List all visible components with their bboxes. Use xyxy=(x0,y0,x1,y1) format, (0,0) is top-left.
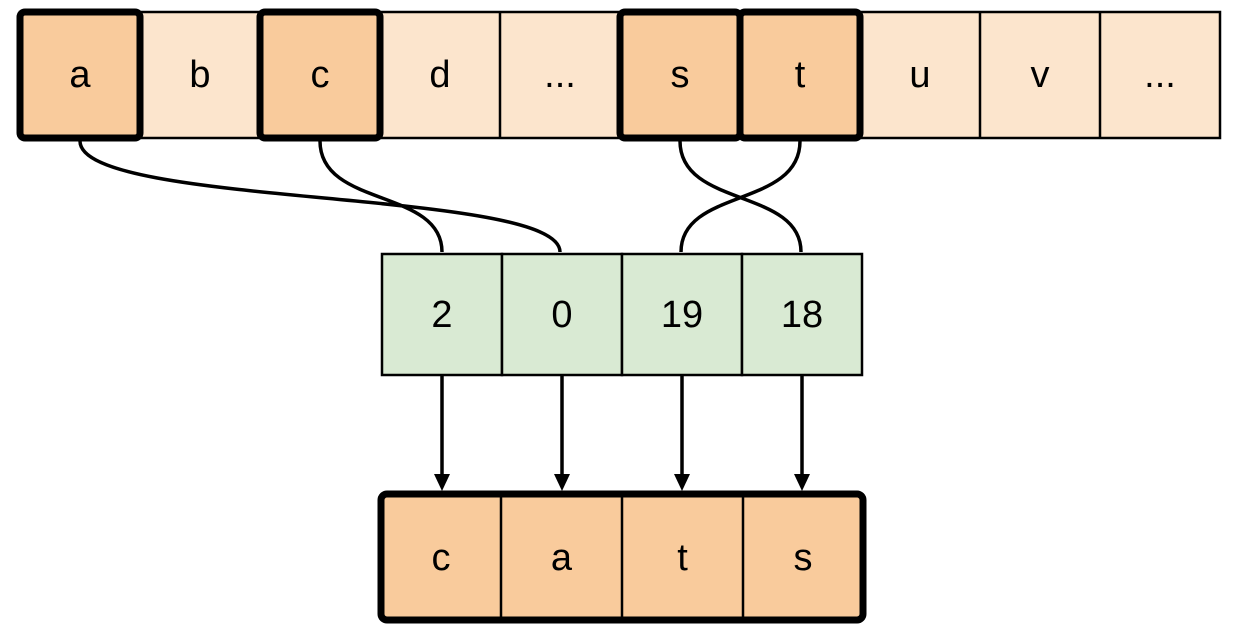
alphabet-letter: u xyxy=(909,54,930,96)
curve-t-to-index-19 xyxy=(679,140,802,253)
alphabet-letter: b xyxy=(189,54,210,96)
index-value: 19 xyxy=(661,294,703,336)
arrowhead-icon xyxy=(674,474,690,491)
alphabet-row: a b c d ... s t u v ... xyxy=(16,8,1222,142)
curve-a-to-index-0 xyxy=(78,140,562,253)
result-letter: c xyxy=(432,537,451,579)
alphabet-letter: a xyxy=(69,54,91,96)
highlighted-cell-t xyxy=(736,8,864,142)
curve-c-to-index-2 xyxy=(318,140,444,253)
result-letter: a xyxy=(551,537,573,579)
index-row: 2 0 19 18 xyxy=(380,252,864,377)
alphabet-letter: v xyxy=(1031,54,1050,96)
index-cell xyxy=(500,252,624,377)
mapping-curves xyxy=(78,140,803,253)
index-value: 18 xyxy=(781,294,823,336)
highlighted-cell-a xyxy=(16,8,144,142)
alphabet-letter-ellipsis: ... xyxy=(544,54,576,96)
alphabet-letter: t xyxy=(795,54,806,96)
flow-arrows xyxy=(434,376,810,491)
index-cell xyxy=(620,252,744,377)
alphabet-letter: c xyxy=(311,54,330,96)
alphabet-letter: s xyxy=(671,54,690,96)
arrowhead-icon xyxy=(794,474,810,491)
result-cell-dividers xyxy=(499,497,745,617)
arrowhead-icon xyxy=(434,474,450,491)
highlighted-cell-c xyxy=(256,8,384,142)
result-letter: s xyxy=(794,537,813,579)
index-value: 0 xyxy=(551,294,572,336)
result-letter: t xyxy=(677,537,688,579)
index-value: 2 xyxy=(431,294,452,336)
alphabet-letter: d xyxy=(429,54,450,96)
index-cell xyxy=(380,252,504,377)
index-cell xyxy=(740,252,864,377)
alphabet-letter-ellipsis: ... xyxy=(1144,54,1176,96)
result-row: c a t s xyxy=(377,490,867,624)
arrowhead-icon xyxy=(554,474,570,491)
